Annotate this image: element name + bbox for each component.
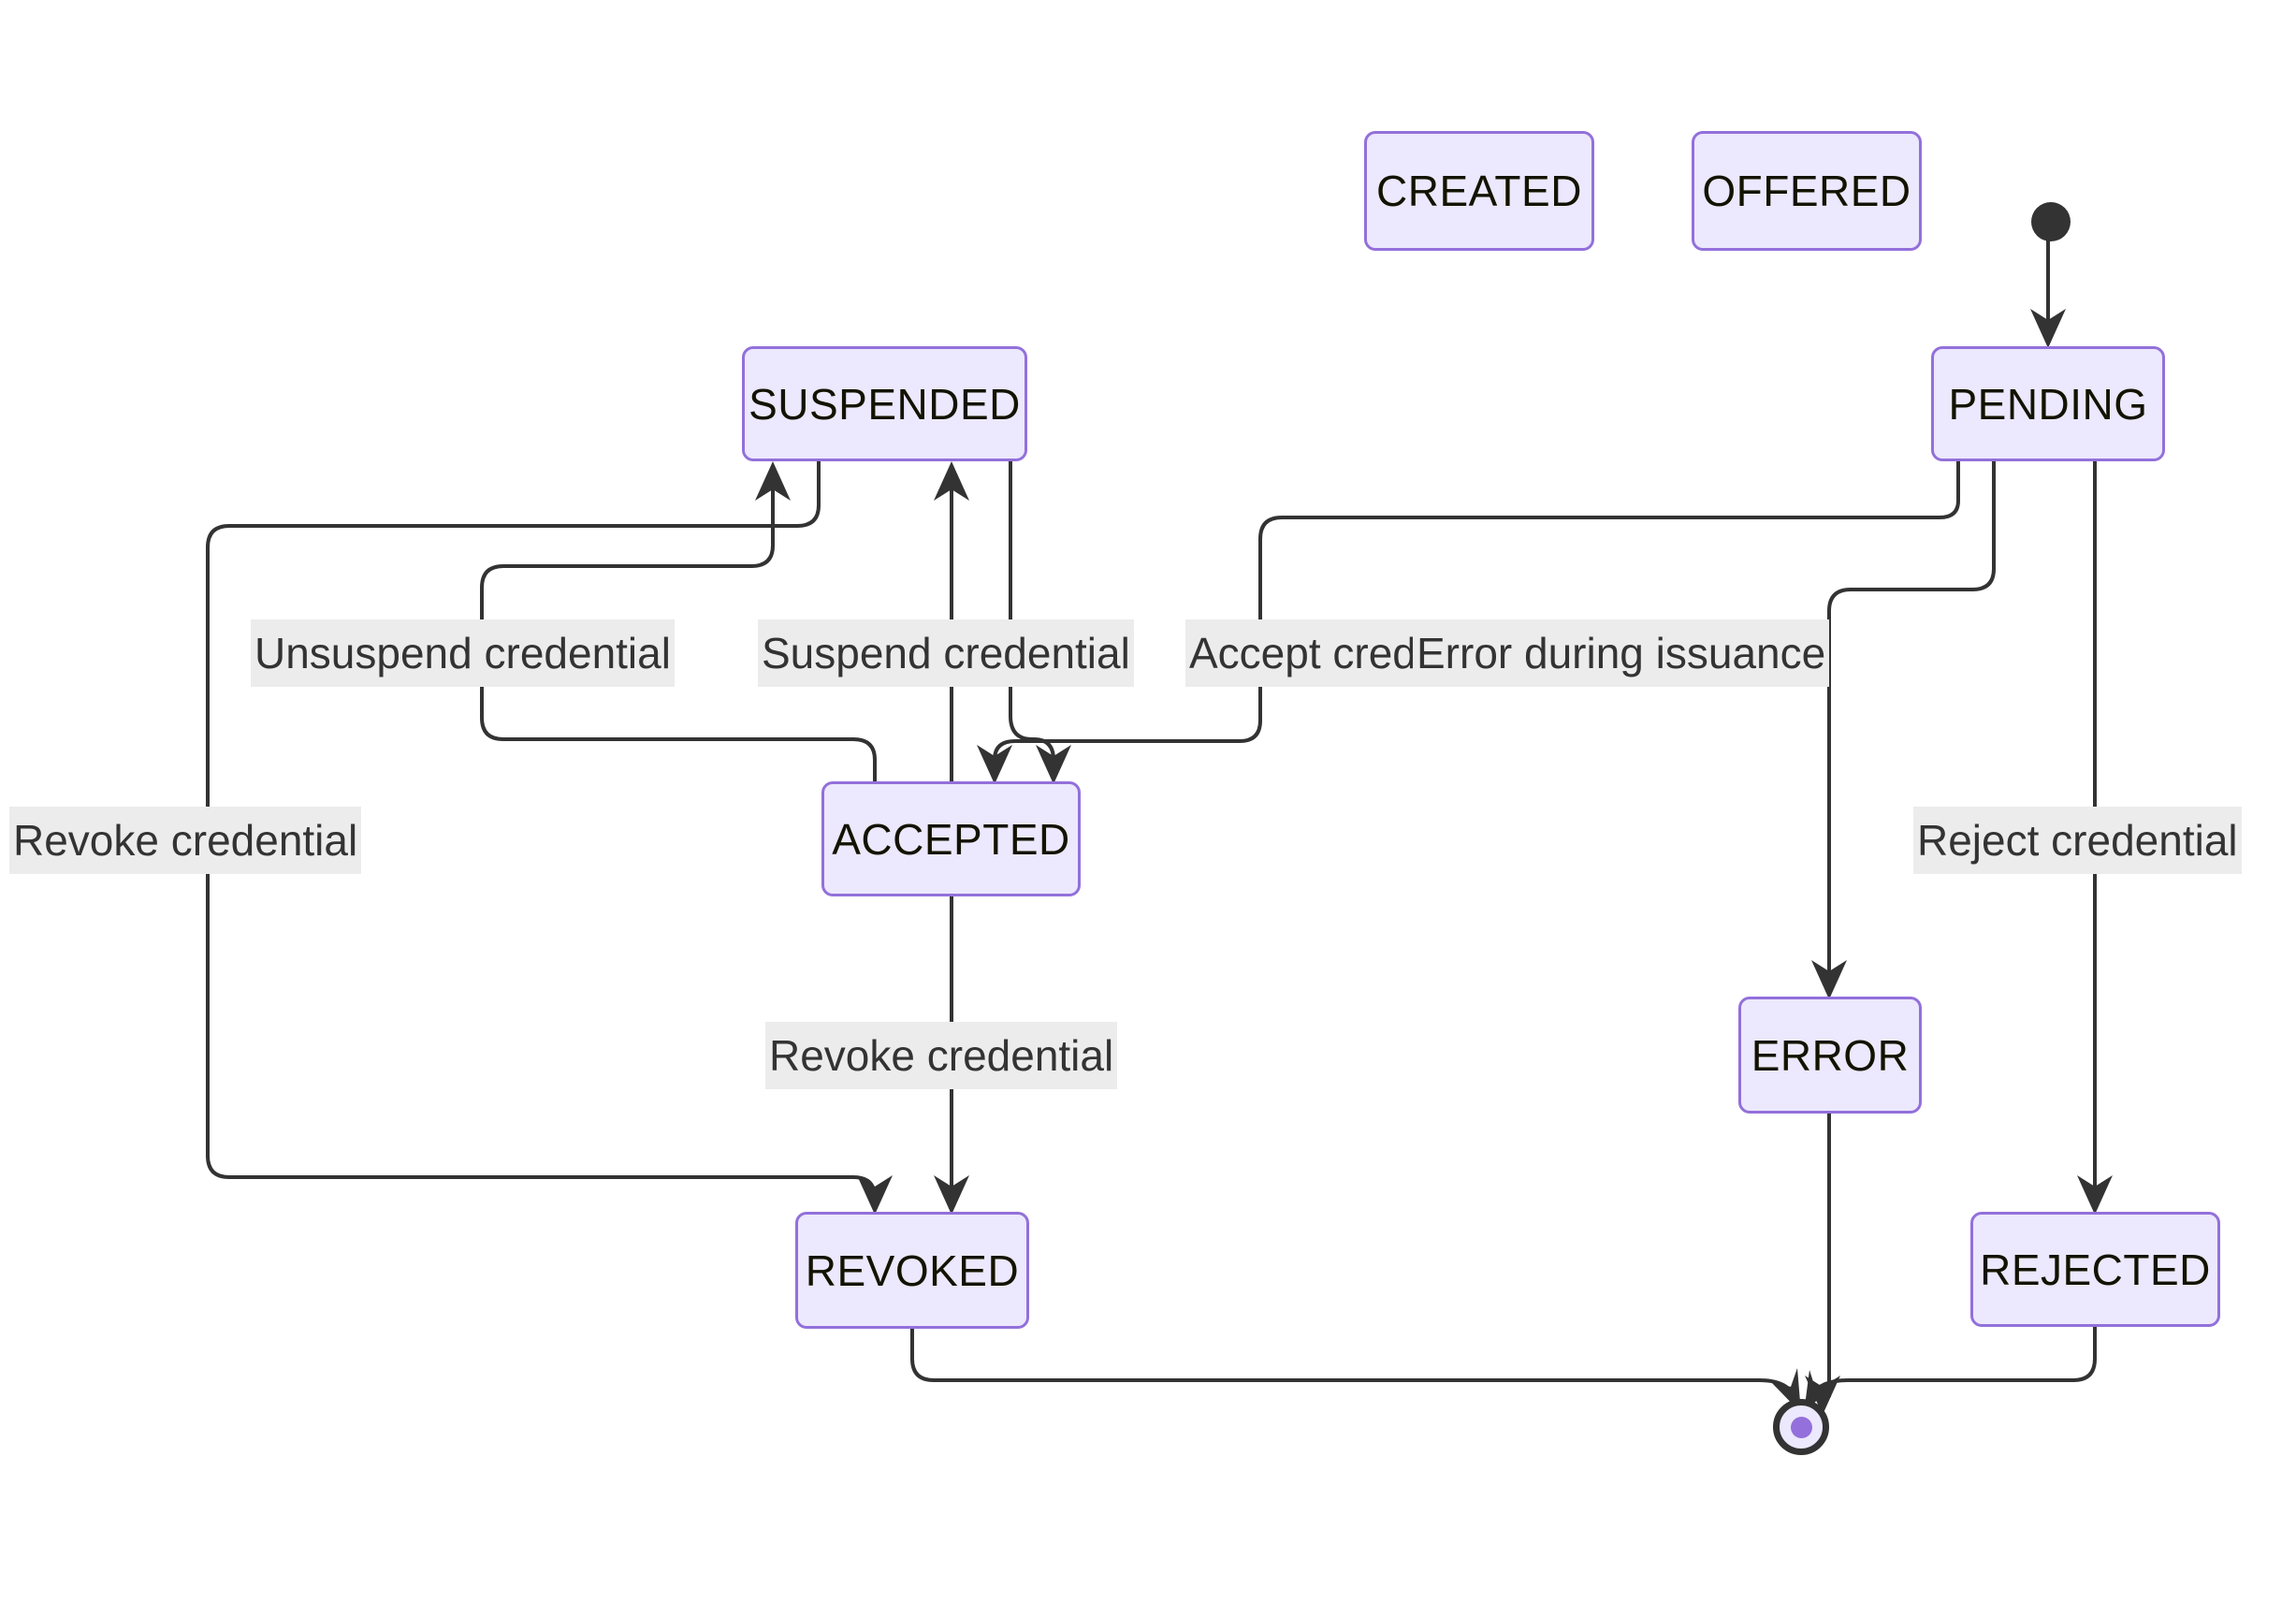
final-state-node [1773, 1399, 1829, 1455]
final-state-inner-dot [1790, 1416, 1812, 1438]
edge-start-to-pending [2030, 223, 2066, 348]
edge-label-reject-credential: Reject credential [1913, 807, 2242, 874]
state-label-offered: OFFERED [1702, 167, 1911, 215]
edge-label-revoke-credential-left: Revoke credential [9, 807, 362, 874]
state-node-rejected[interactable]: REJECTED [1970, 1212, 2220, 1327]
edge-label-revoke-credential-middle: Revoke credential [765, 1022, 1118, 1089]
state-label-pending: PENDING [1948, 379, 2148, 429]
state-node-pending[interactable]: PENDING [1931, 346, 2165, 461]
state-node-created[interactable]: CREATED [1364, 131, 1594, 251]
state-node-revoked[interactable]: REVOKED [795, 1212, 1029, 1329]
edge-label-suspend-credential: Suspend credential [758, 619, 1134, 687]
edge-revoked-to-end [910, 1329, 1801, 1413]
state-label-suspended: SUSPENDED [748, 379, 1021, 429]
edge-pending-to-error [1811, 461, 1996, 999]
edge-error-to-end [1805, 1114, 1840, 1415]
state-node-suspended[interactable]: SUSPENDED [742, 346, 1027, 461]
state-label-error: ERROR [1751, 1030, 1910, 1080]
state-label-accepted: ACCEPTED [832, 814, 1070, 864]
edge-label-unsuspend-credential: Unsuspend credential [251, 619, 675, 687]
state-label-created: CREATED [1376, 167, 1582, 215]
state-label-rejected: REJECTED [1980, 1245, 2211, 1294]
state-label-revoked: REVOKED [805, 1245, 1020, 1295]
state-node-error[interactable]: ERROR [1738, 997, 1922, 1114]
edge-rejected-to-end [1804, 1327, 2097, 1413]
state-node-accepted[interactable]: ACCEPTED [821, 781, 1081, 896]
edge-label-error-during-issuance: Error during issuance [1413, 619, 1830, 687]
edge-suspended-to-accepted [1009, 461, 1071, 784]
state-node-offered[interactable]: OFFERED [1692, 131, 1922, 251]
initial-state-node [2031, 202, 2071, 241]
